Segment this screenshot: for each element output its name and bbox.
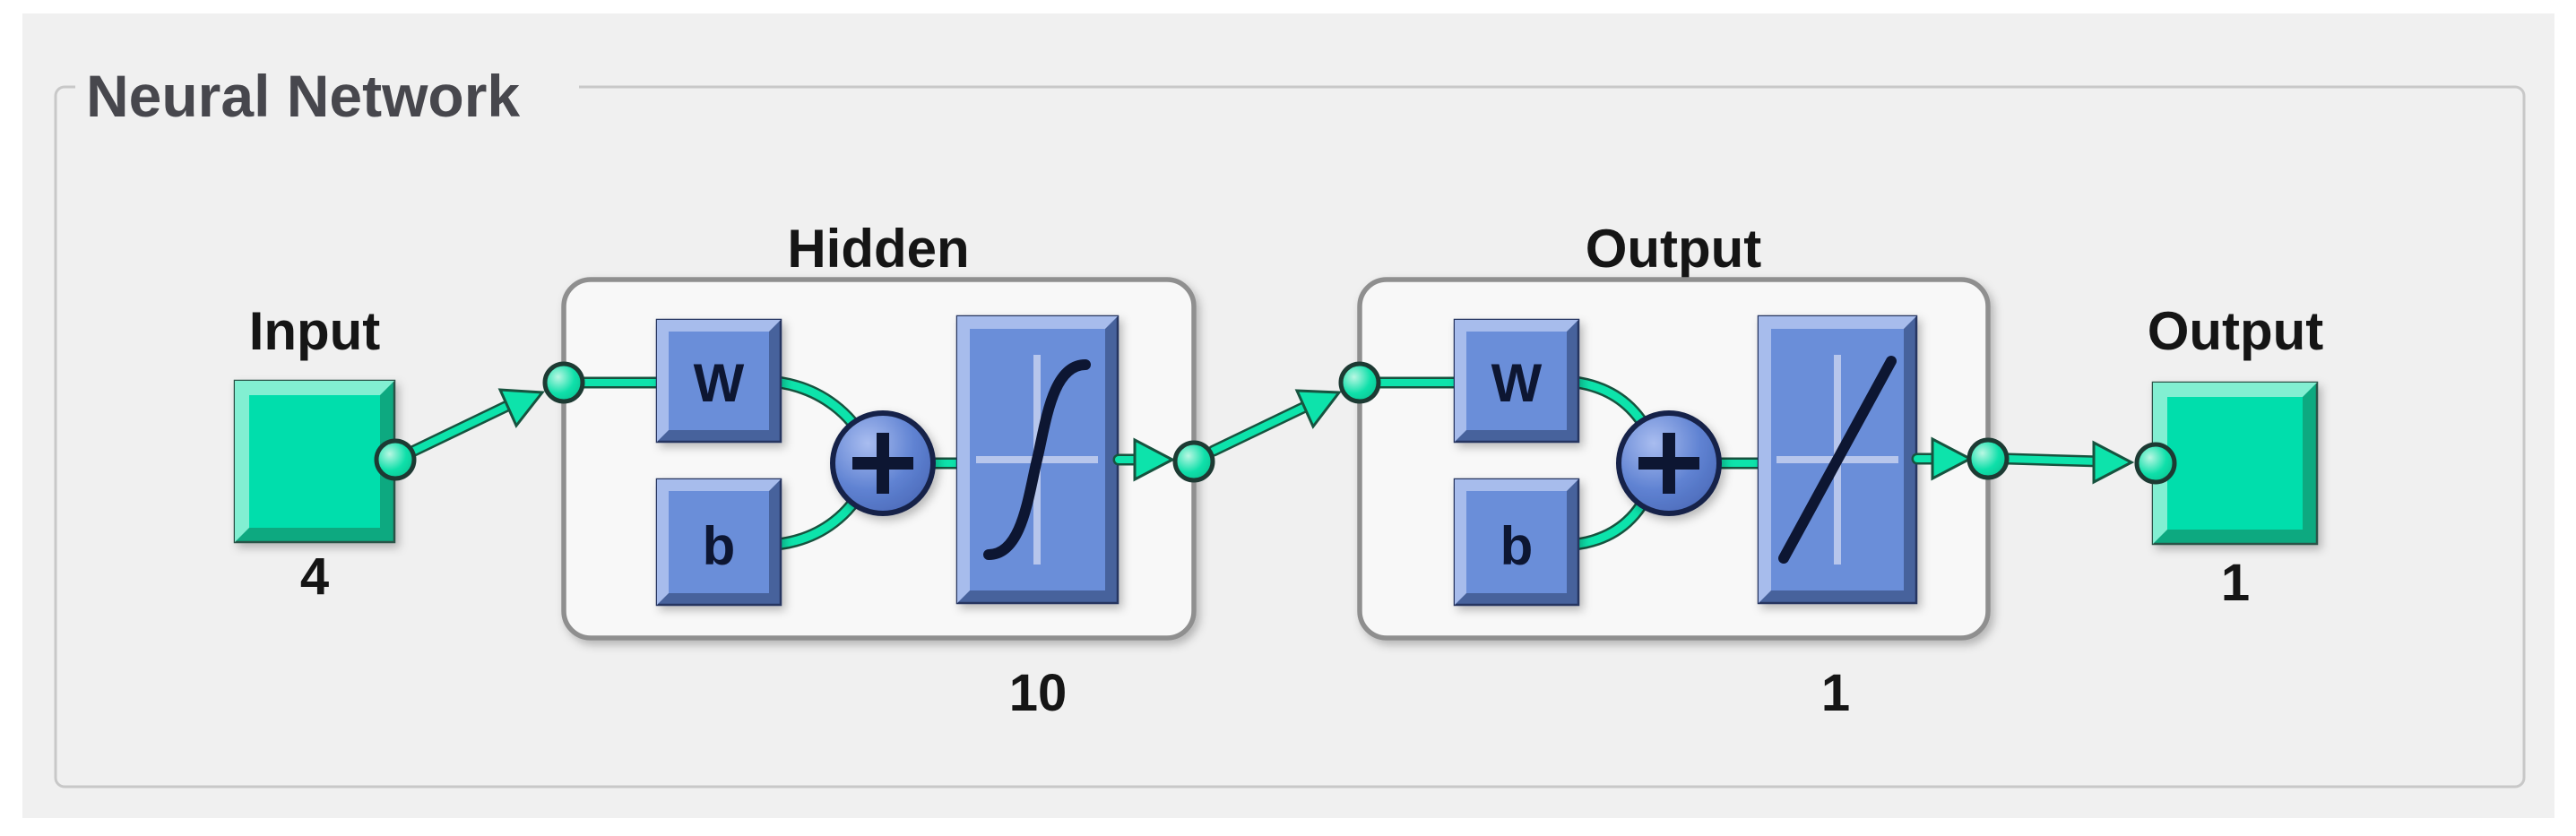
hidden-sum-junction-icon xyxy=(830,410,936,516)
connector-node-icon xyxy=(1967,437,2010,480)
connector-node-icon xyxy=(374,438,417,481)
group-box-title-mask xyxy=(75,57,579,120)
input-block: Input 4 xyxy=(233,301,396,606)
output-bias-block: b xyxy=(1453,478,1580,607)
hidden-layer-label: Hidden xyxy=(787,219,969,279)
connector-node-icon xyxy=(1338,361,1381,404)
connection-hidden-to-output xyxy=(1207,389,1342,457)
connection-input-to-hidden xyxy=(408,388,545,457)
arrow-head-icon xyxy=(497,388,545,428)
connector-node-icon xyxy=(542,361,585,404)
hidden-bias-block: b xyxy=(655,478,782,607)
tansig-activation-icon xyxy=(955,315,1119,605)
input-label: Input xyxy=(249,301,381,361)
input-size-label: 4 xyxy=(300,547,329,606)
bias-label: b xyxy=(1500,516,1534,576)
hidden-layer: Hidden W b xyxy=(561,219,1197,722)
hidden-weight-block: W xyxy=(655,318,782,444)
output-layer-label: Output xyxy=(1586,219,1762,279)
hidden-size-label: 10 xyxy=(1009,664,1068,722)
weight-label: W xyxy=(1491,353,1543,413)
purelin-activation-icon xyxy=(1757,315,1918,605)
arrow-head-icon xyxy=(2092,440,2135,485)
plus-icon xyxy=(1638,433,1699,494)
group-box: Neural Network xyxy=(54,57,2526,789)
output-label: Output xyxy=(2148,301,2324,361)
group-box-title: Neural Network xyxy=(86,63,520,129)
output-block: Output 1 xyxy=(2148,301,2324,612)
connections xyxy=(408,388,2135,485)
output-weight-block: W xyxy=(1453,318,1580,444)
connector-node-icon xyxy=(1172,440,1215,483)
output-square-icon xyxy=(2151,381,2319,546)
sigmoid-curve-icon xyxy=(983,359,1091,560)
output-sum-junction-icon xyxy=(1616,410,1722,516)
output-layer: Output W b xyxy=(1357,219,1991,722)
connector-node-icon xyxy=(2134,442,2177,485)
group-box-border xyxy=(54,85,2526,789)
weight-label: W xyxy=(694,353,745,413)
connector-nodes xyxy=(374,361,2177,485)
input-square-icon xyxy=(233,379,396,544)
connection-output-layer-to-output xyxy=(2001,440,2135,485)
output-size-label: 1 xyxy=(2221,554,2250,612)
arrow-head-icon xyxy=(1294,389,1342,429)
hidden-exit-arrow xyxy=(1112,437,1176,482)
arrow-head-icon xyxy=(1133,437,1176,482)
arrow-head-icon xyxy=(1931,436,1974,481)
output-layer-size-label: 1 xyxy=(1821,664,1850,722)
plus-icon xyxy=(852,433,913,494)
output-exit-arrow xyxy=(1911,436,1974,481)
linear-line-icon xyxy=(1778,356,1897,564)
bias-label: b xyxy=(703,516,736,576)
